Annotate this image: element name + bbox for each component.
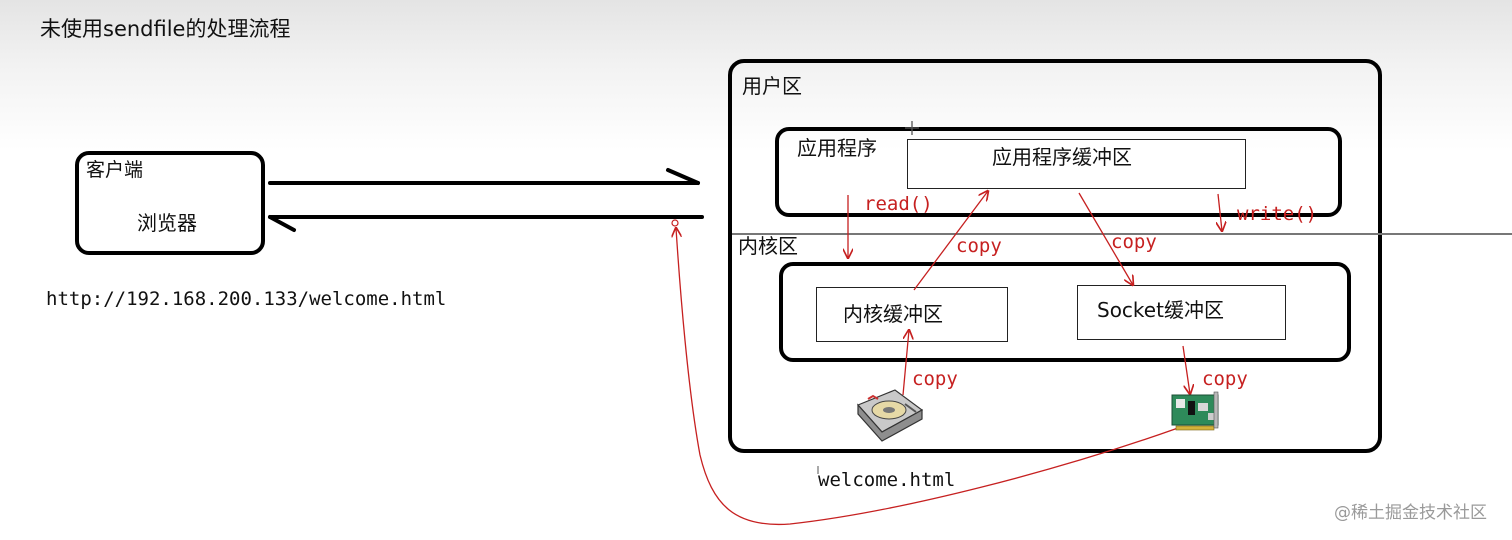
server-box — [728, 59, 1382, 453]
client-label: 客户端 — [86, 159, 144, 181]
request-arrow — [268, 168, 700, 185]
app-box — [775, 127, 1342, 217]
hard-disk-icon — [856, 389, 924, 442]
client-box — [75, 151, 265, 255]
network-card-icon — [1171, 391, 1219, 431]
request-url: http://192.168.200.133/welcome.html — [46, 288, 447, 310]
socket-buffer-box — [1077, 285, 1286, 340]
kernel-space-label: 内核区 — [738, 234, 798, 258]
app-buffer-label: 应用程序缓冲区 — [992, 145, 1132, 169]
write-arrow — [1218, 193, 1222, 231]
browser-label: 浏览器 — [137, 211, 197, 235]
copy-label-socket-to-nic: copy — [1202, 368, 1248, 390]
watermark: @稀土掘金技术社区 — [1334, 503, 1487, 523]
network-return-arrow — [676, 228, 1179, 526]
user-kernel-divider — [732, 233, 1512, 235]
copy-label-kernel-to-app: copy — [956, 235, 1002, 257]
read-label: read() — [864, 193, 933, 215]
copy-arrow-kernel-to-app — [913, 191, 988, 291]
kernel-buffer-label: 内核缓冲区 — [843, 302, 943, 326]
kernel-box — [779, 262, 1351, 362]
copy-label-app-to-socket: copy — [1111, 231, 1157, 253]
copy-arrow-disk-to-kernel — [902, 330, 909, 396]
diagram-title: 未使用sendfile的处理流程 — [40, 17, 291, 41]
socket-buffer-label: Socket缓冲区 — [1097, 298, 1224, 322]
app-label: 应用程序 — [797, 136, 877, 160]
file-name: welcome.html — [818, 469, 956, 491]
app-buffer-box — [907, 139, 1246, 189]
write-label: write() — [1237, 203, 1318, 225]
copy-label-disk-to-kernel: copy — [912, 368, 958, 390]
user-space-label: 用户区 — [742, 74, 802, 98]
copy-arrow-socket-to-nic — [1182, 345, 1190, 394]
response-arrow — [268, 215, 704, 232]
copy-arrow-app-to-socket — [1078, 192, 1133, 285]
